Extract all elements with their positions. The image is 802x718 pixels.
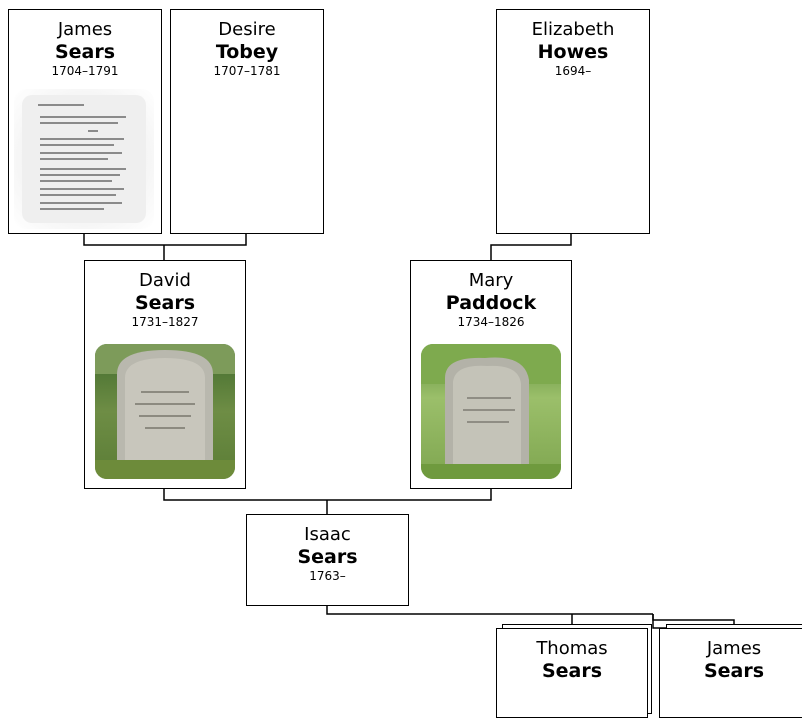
given-name: James [706,638,762,659]
connector-isaac-parents [163,488,492,514]
life-dates: 1763– [309,569,346,583]
life-dates: 1694– [554,64,592,78]
given-name: David [139,270,191,291]
person-card-mary-paddock[interactable]: Mary Paddock 1734–1826 [410,260,572,489]
gravestone-image [421,344,561,479]
person-card-james-sears-jr[interactable]: James Sears [659,628,802,718]
surname: Sears [703,660,765,682]
surname: Sears [297,546,358,568]
given-name: Mary [468,270,514,291]
life-dates: 1707–1781 [213,64,281,78]
gravestone-image [95,344,235,479]
life-dates: 1731–1827 [131,315,199,329]
person-card-david-sears[interactable]: David Sears 1731–1827 [84,260,246,489]
surname: Sears [134,292,196,314]
life-dates: 1704–1791 [51,64,119,78]
document-scan-image [22,95,146,223]
given-name: James [57,19,113,40]
document-scan-photo[interactable] [14,89,154,229]
given-name: Isaac [304,524,351,545]
person-card-isaac-sears[interactable]: Isaac Sears 1763– [246,514,409,606]
given-name: Thomas [536,638,608,659]
person-card-james-sears-1704[interactable]: James Sears 1704–1791 [8,9,162,234]
connector-mary-parents [490,233,572,260]
given-name: Elizabeth [531,19,615,40]
gravestone-photo[interactable] [95,344,235,479]
person-card-desire-tobey[interactable]: Desire Tobey 1707–1781 [170,9,324,234]
person-card-thomas-sears[interactable]: Thomas Sears [496,628,648,718]
surname: Paddock [445,292,537,314]
given-name: Desire [218,19,276,40]
surname: Sears [54,41,116,63]
life-dates: 1734–1826 [457,315,525,329]
gravestone-photo[interactable] [421,344,561,479]
surname: Howes [537,41,609,63]
surname: Sears [541,660,603,682]
surname: Tobey [215,41,279,63]
connector-david-parents [83,233,247,260]
person-card-elizabeth-howes[interactable]: Elizabeth Howes 1694– [496,9,650,234]
